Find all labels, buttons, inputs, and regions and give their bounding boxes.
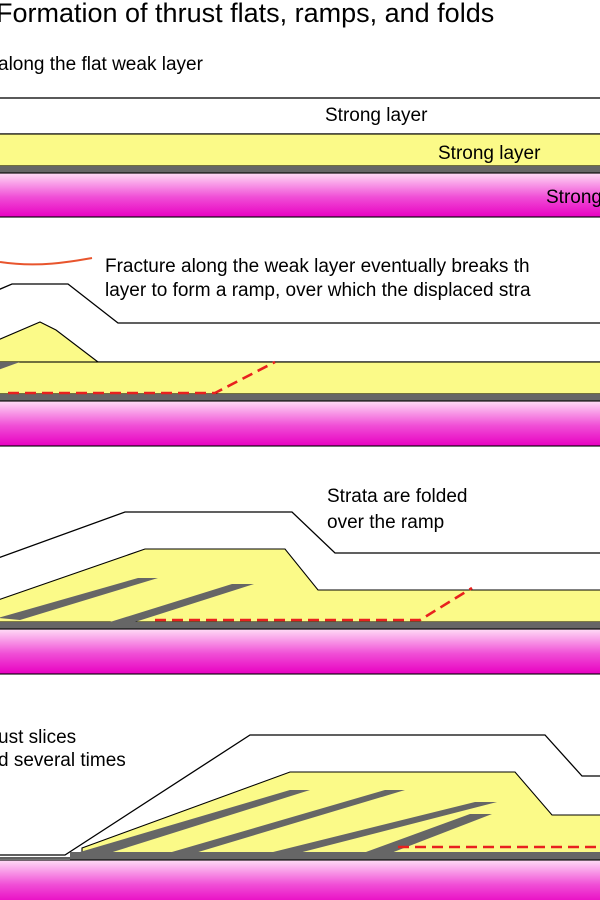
fault-trace bbox=[155, 586, 473, 622]
fault-trace bbox=[8, 360, 276, 395]
weak-layer-slice-2 bbox=[165, 790, 405, 856]
diagram-title: Formation of thrust flats, ramps, and fo… bbox=[0, 0, 494, 28]
basement-layer bbox=[0, 859, 600, 900]
weak-layer-slice-3 bbox=[265, 802, 497, 856]
panel4-caption-line2: d several times bbox=[0, 750, 126, 771]
basement-layer bbox=[0, 400, 600, 447]
weak-layer bbox=[0, 394, 600, 401]
top-strong-layer bbox=[0, 97, 600, 135]
panel-4: ust slices d several times bbox=[0, 727, 600, 900]
basement-strong-layer bbox=[0, 172, 600, 218]
weak-layer-slice-1 bbox=[80, 790, 310, 856]
weak-layer-slice-2 bbox=[110, 584, 254, 622]
weak-layer bbox=[70, 852, 600, 860]
label-basement-strong-layer: Strong bbox=[546, 187, 600, 208]
panel3-caption-line2: over the ramp bbox=[327, 512, 444, 533]
panel1-caption: along the flat weak layer bbox=[0, 54, 204, 75]
panel4-caption-line1: ust slices bbox=[0, 727, 76, 748]
weak-layer-slice-4 bbox=[355, 814, 492, 858]
panel-2: Fracture along the weak layer eventually… bbox=[0, 256, 600, 447]
displaced-weak-layer bbox=[0, 362, 20, 370]
label-middle-strong-layer: Strong layer bbox=[438, 143, 541, 164]
displaced-yellow-block bbox=[0, 321, 100, 363]
weak-layer bbox=[0, 622, 600, 629]
yellow-strong-layer bbox=[0, 361, 600, 395]
panel-3: Strata are folded over the ramp bbox=[0, 486, 600, 675]
panel2-caption-line2: layer to form a ramp, over which the dis… bbox=[105, 280, 531, 301]
caption-leader-line bbox=[0, 257, 93, 266]
panel-1: along the flat weak layer Strong layer S… bbox=[0, 54, 600, 218]
middle-strong-layer bbox=[0, 133, 600, 167]
weak-layer-slice-1 bbox=[0, 578, 158, 620]
panel3-caption-line1: Strata are folded bbox=[327, 486, 467, 507]
panel2-caption-line1: Fracture along the weak layer eventually… bbox=[105, 256, 530, 277]
label-top-strong-layer: Strong layer bbox=[325, 105, 428, 126]
basement-layer bbox=[0, 628, 600, 675]
weak-layer bbox=[0, 166, 600, 173]
